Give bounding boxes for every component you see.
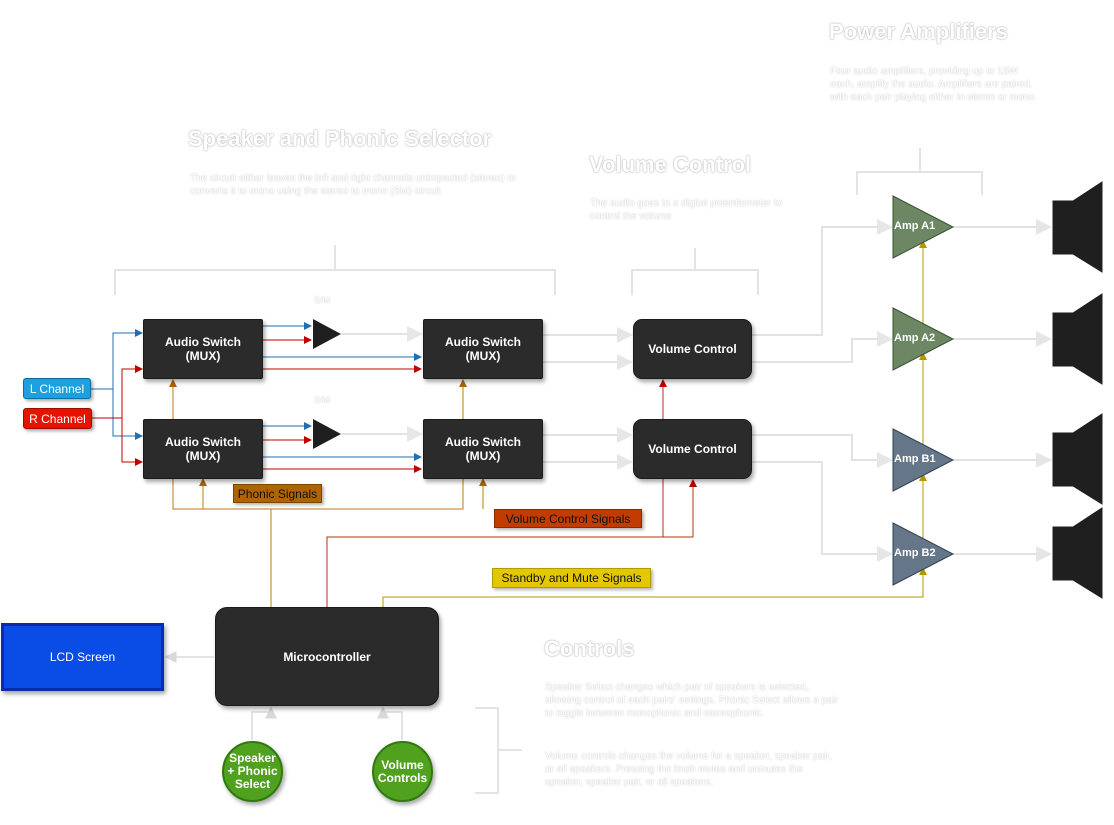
section-title-volume: Volume Control [589,152,752,177]
section-text-selector: The circuit either leaves the left and r… [190,173,517,197]
amp-a2-shape [892,307,955,371]
volume-control-2[interactable]: Volume Control [633,419,752,479]
phonic-signals-tag: Phonic Signals [233,484,322,503]
mux-label: Audio Switch [165,435,241,449]
amp-a2-label: Amp A2 [894,332,936,344]
mux-sublabel: (MUX) [185,449,221,463]
mux-sublabel: (MUX) [465,449,501,463]
speaker-phonic-select-button[interactable]: Speaker + Phonic Select [222,741,283,802]
volume-controls-knob[interactable]: Volume Controls [372,741,433,802]
audio-switch-mux-4[interactable]: Audio Switch (MUX) [423,419,543,479]
section-title-selector: Speaker and Phonic Selector [188,126,492,151]
speaker-icon [1052,413,1103,505]
audio-switch-mux-1[interactable]: Audio Switch (MUX) [143,319,263,379]
section-text-controls-1: Speaker Select changes which pair of spe… [545,682,839,719]
section-title-amps: Power Amplifiers [829,19,1008,44]
volume-control-signals-tag: Volume Control Signals [494,509,642,528]
section-text-amps: Four audio amplifiers, providing up to 1… [830,66,1035,103]
speaker-icon [1052,507,1103,599]
l-channel-input[interactable]: L Channel [23,378,91,399]
mux-label: Audio Switch [165,335,241,349]
section-title-controls: Controls [544,636,635,661]
microcontroller[interactable]: Microcontroller [215,607,439,706]
audio-switch-mux-3[interactable]: Audio Switch (MUX) [423,319,543,379]
section-brackets [114,148,983,794]
mux-label: Audio Switch [445,435,521,449]
r-channel-input[interactable]: R Channel [23,408,92,429]
sm-label-bottom: S/M [314,395,331,405]
sm-converter-top [313,319,341,349]
amp-a1-shape [892,195,955,259]
amp-b1-label: Amp B1 [894,453,936,465]
lcd-screen[interactable]: LCD Screen [1,623,164,691]
mux-label: Audio Switch [445,335,521,349]
sm-converter-bottom [313,419,341,449]
standby-mute-signals-tag: Standby and Mute Signals [492,568,651,588]
mux-sublabel: (MUX) [185,349,221,363]
amp-b1-shape [892,428,955,492]
speaker-icon [1052,293,1103,385]
sm-label-top: S/M [314,295,331,305]
audio-switch-mux-2[interactable]: Audio Switch (MUX) [143,419,263,479]
section-text-controls-2: Volume controls changes the volume for a… [545,751,832,788]
speaker-icon [1052,181,1103,273]
amp-a1-label: Amp A1 [894,220,936,232]
section-text-volume: The audio goes to a digital potentiomete… [590,198,783,222]
volume-control-1[interactable]: Volume Control [633,319,752,379]
mux-sublabel: (MUX) [465,349,501,363]
amp-b2-label: Amp B2 [894,547,936,559]
amp-b2-shape [892,522,955,586]
